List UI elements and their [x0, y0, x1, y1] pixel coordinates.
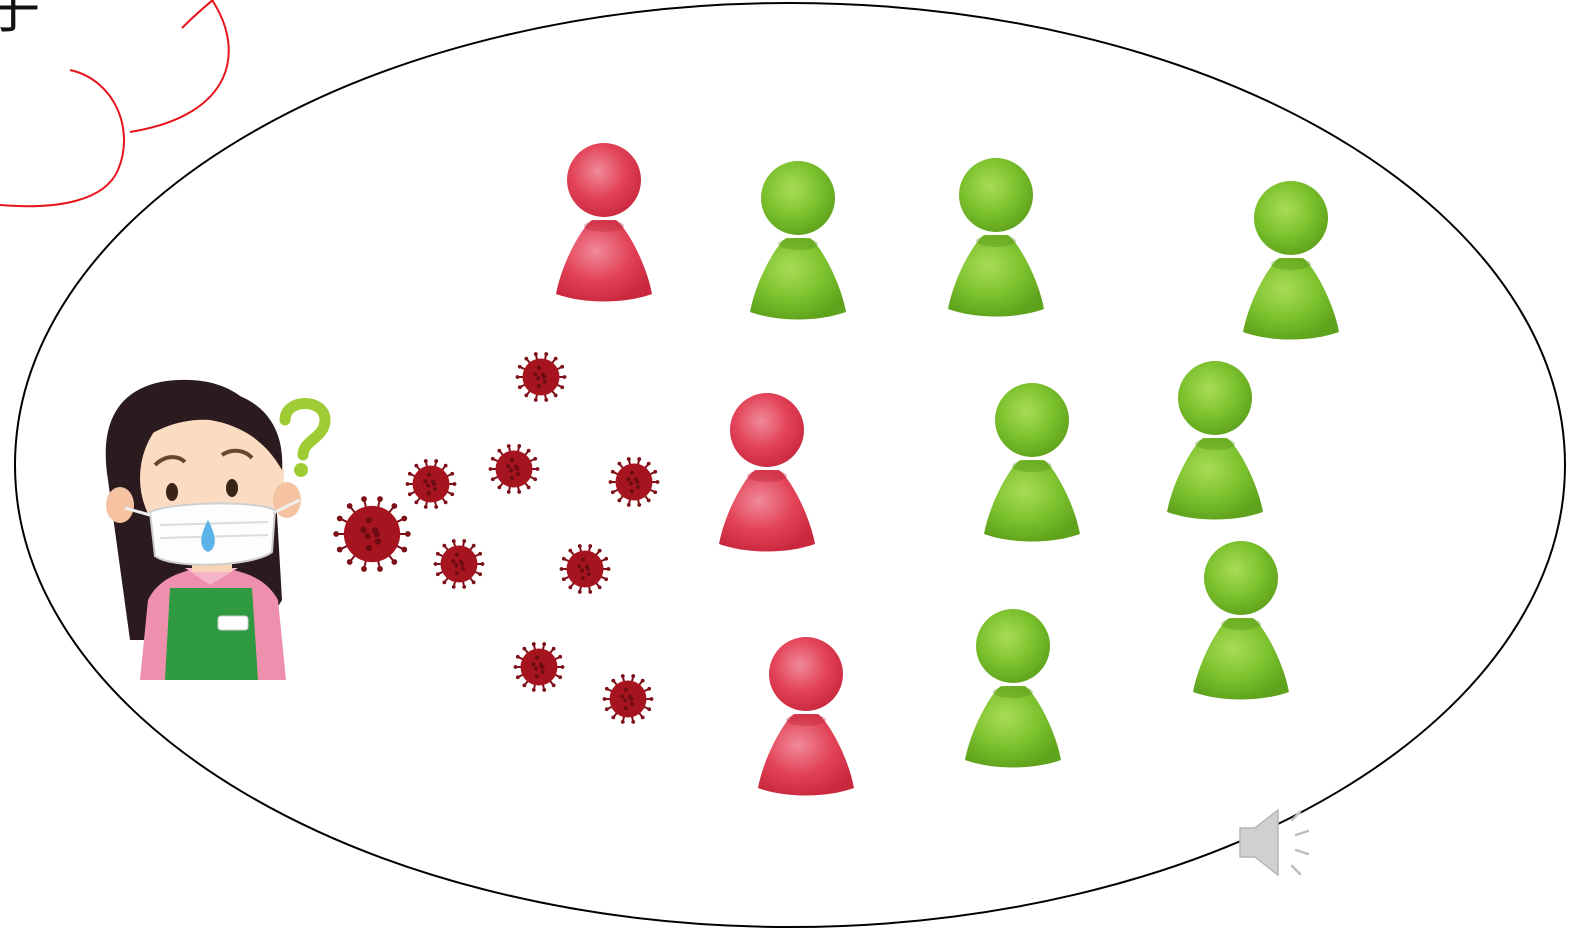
masked-worker-illustration [105, 379, 301, 680]
virus-particle-icon [515, 352, 567, 402]
green-person-piece-icon [984, 383, 1080, 542]
virus-particle-icon [433, 539, 485, 589]
red-person-piece-icon [719, 393, 815, 552]
virus-particle-icon [405, 459, 457, 509]
virus-particle-icon [559, 544, 611, 594]
population-ellipse [14, 2, 1566, 928]
red-person-piece-icon [556, 143, 652, 302]
green-person-piece-icon [1243, 181, 1339, 340]
green-person-piece-icon [1193, 541, 1289, 700]
green-person-piece-icon [1167, 361, 1263, 520]
virus-particle-icon [513, 642, 565, 692]
corner-text: 子 [0, 0, 40, 40]
green-person-piece-icon [750, 161, 846, 320]
speaker-icon[interactable] [1239, 808, 1310, 877]
virus-particle-icon [608, 457, 660, 507]
virus-layer [333, 352, 660, 724]
piece-layer [556, 143, 1339, 796]
red-person-piece-icon [758, 637, 854, 796]
virus-particle-icon [602, 674, 654, 724]
thought-cloud-outline [0, 0, 230, 208]
virus-particle-icon [488, 444, 540, 494]
green-person-piece-icon [965, 609, 1061, 768]
green-person-piece-icon [948, 158, 1044, 317]
question-mark-icon [279, 398, 331, 477]
virus-particle-icon [333, 496, 411, 572]
